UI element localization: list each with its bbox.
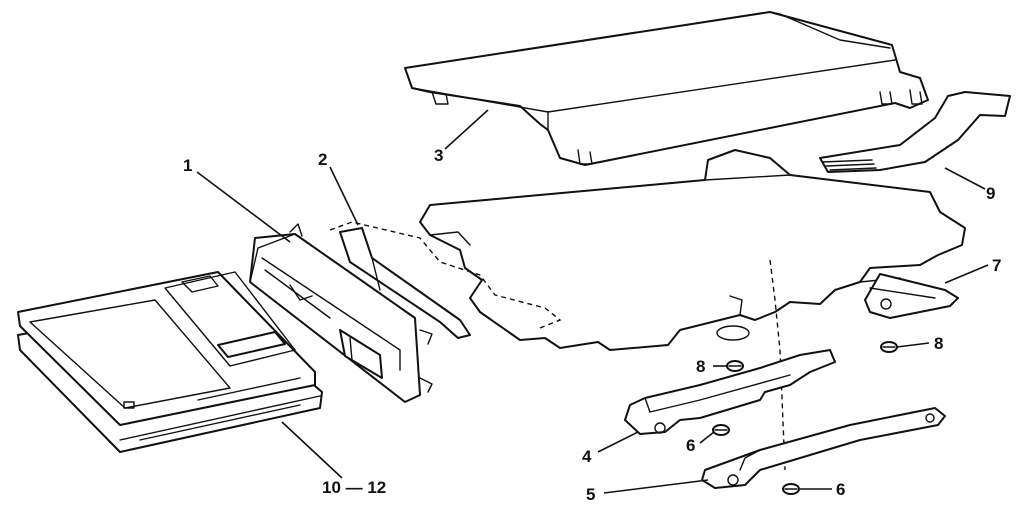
callout-4: 4	[582, 447, 592, 466]
callout-6a: 6	[686, 436, 695, 455]
callout-2: 2	[318, 150, 327, 169]
side-rail-bracket	[864, 273, 959, 319]
callout-7: 7	[992, 256, 1001, 275]
drive-bracket	[624, 349, 836, 435]
callout-6b: 6	[836, 480, 845, 499]
screw-8b	[880, 341, 898, 353]
bezel-bracket	[329, 221, 562, 339]
callout-9: 9	[986, 184, 995, 203]
bottom-rail	[701, 407, 946, 489]
flat-ribbon-cable	[819, 91, 1011, 173]
callout-8a: 8	[696, 357, 705, 376]
floppy-disk-upper	[17, 271, 316, 426]
callout-3: 3	[434, 146, 443, 165]
screw-8a	[726, 360, 744, 372]
callout-8b: 8	[934, 334, 943, 353]
callout-1: 1	[183, 156, 192, 175]
leader-lines	[196, 109, 989, 494]
top-cover	[404, 11, 929, 166]
screw-6b	[782, 483, 800, 495]
callout-10-12: 10 — 12	[322, 478, 386, 497]
callout-5: 5	[586, 485, 595, 504]
front-bezel	[249, 223, 433, 403]
drive-chassis	[419, 149, 966, 471]
screw-6a	[712, 424, 730, 436]
